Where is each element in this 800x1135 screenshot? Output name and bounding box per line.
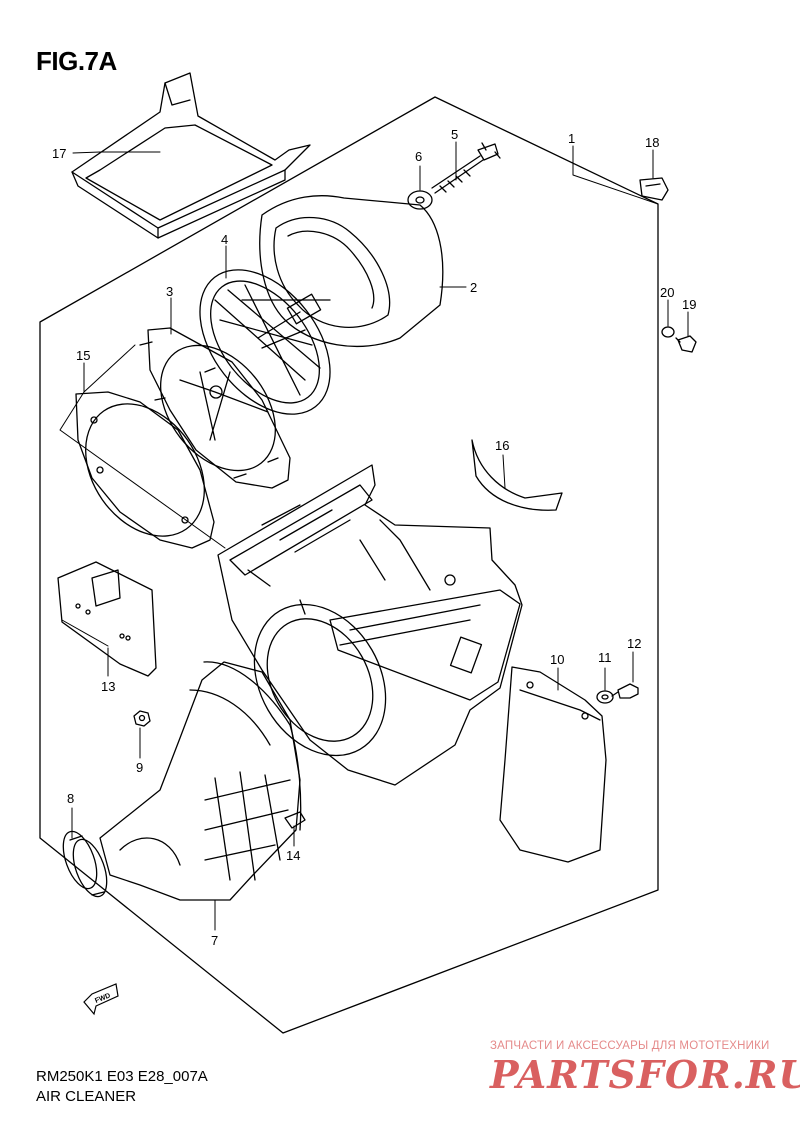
- fwd-arrow-icon: FWD: [83, 983, 119, 1016]
- part-mud-flap-10: [499, 666, 607, 863]
- part-air-cleaner-case: [217, 464, 523, 786]
- callout-17: 17: [52, 146, 66, 161]
- part-screw-14: [284, 811, 306, 829]
- callout-labels: 17 1 2 4 3 15 6 5 18 20 19 16 13 9 8 7 1…: [52, 127, 696, 948]
- callout-19: 19: [682, 297, 696, 312]
- part-bolt-19: [675, 335, 697, 353]
- part-wing-bolt-5: [431, 142, 501, 194]
- callout-16: 16: [495, 438, 509, 453]
- part-clip-18: [639, 177, 669, 201]
- part-gasket-15: [75, 391, 215, 549]
- callout-14: 14: [286, 848, 300, 863]
- callout-7: 7: [211, 933, 218, 948]
- callout-6: 6: [415, 149, 422, 164]
- part-bracket-17: [71, 72, 311, 239]
- callout-10: 10: [550, 652, 564, 667]
- callout-13: 13: [101, 679, 115, 694]
- section-name: AIR CLEANER: [36, 1088, 137, 1105]
- part-intake-boot-7: [99, 661, 302, 901]
- figure-title: FIG.7A: [36, 46, 117, 76]
- part-mounting-plate-3: [139, 327, 291, 489]
- part-clamp-8: [62, 830, 108, 898]
- part-bolt-12: [611, 683, 639, 699]
- callout-15: 15: [76, 348, 90, 363]
- part-washer-20: [661, 326, 675, 338]
- watermark-tagline: ЗАПЧАСТИ И АКСЕССУАРЫ ДЛЯ МОТОТЕХНИКИ: [490, 1040, 770, 1052]
- callout-4: 4: [221, 232, 228, 247]
- part-cover-plate-13: [57, 561, 157, 677]
- leader-lines: [59, 141, 689, 931]
- part-filter-cage-4: [199, 269, 331, 415]
- model-code: RM250K1 E03 E28_007A: [36, 1068, 208, 1085]
- callout-20: 20: [660, 285, 674, 300]
- callout-5: 5: [451, 127, 458, 142]
- callout-3: 3: [166, 284, 173, 299]
- callout-8: 8: [67, 791, 74, 806]
- assembly-outline: [39, 96, 659, 1034]
- callout-9: 9: [136, 760, 143, 775]
- watermark-brand: PARTSFOR.RU: [490, 1052, 800, 1097]
- callout-2: 2: [470, 280, 477, 295]
- part-air-filter-2: [259, 195, 444, 348]
- callout-1: 1: [568, 131, 575, 146]
- callout-12: 12: [627, 636, 641, 651]
- part-nut-9: [133, 710, 151, 727]
- callout-18: 18: [645, 135, 659, 150]
- part-washer-11: [596, 690, 614, 704]
- part-washer-6: [407, 190, 433, 210]
- callout-11: 11: [598, 650, 612, 665]
- part-strap-16: [471, 439, 563, 511]
